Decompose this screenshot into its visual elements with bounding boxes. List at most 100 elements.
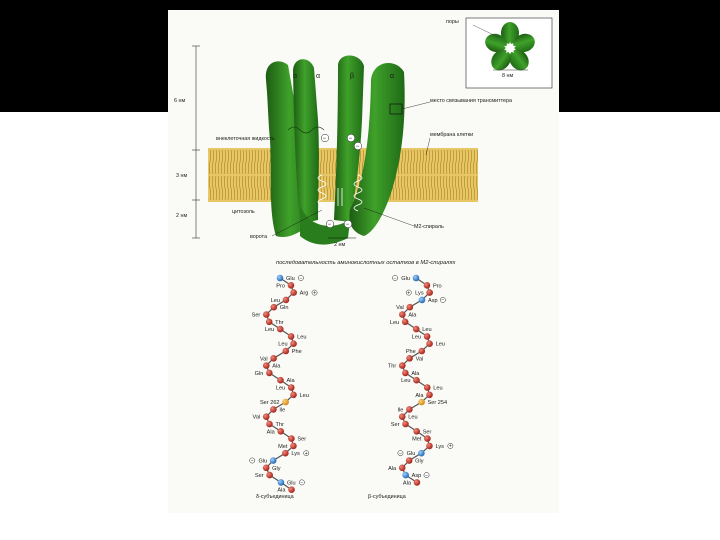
delta-residue-label-7: Leu bbox=[265, 327, 274, 333]
binding-site-label: место связывания трансмиттера bbox=[430, 98, 512, 104]
beta-residue-label-23: Lys bbox=[435, 444, 444, 450]
inset-scale-label: 8 нм bbox=[502, 73, 513, 79]
beta-residue-15 bbox=[424, 384, 431, 391]
delta-residue-label-15: Leu bbox=[276, 386, 285, 392]
delta-residue-7 bbox=[277, 326, 284, 333]
delta-residue-label-2: Arg bbox=[300, 291, 309, 297]
beta-residue-label-11: Val bbox=[416, 356, 424, 362]
delta-residue-2 bbox=[290, 289, 297, 296]
beta-residue-24 bbox=[418, 450, 425, 457]
beta-residue-label-14: Leu bbox=[401, 378, 410, 384]
beta-residue-0 bbox=[413, 275, 420, 282]
delta-residue-9 bbox=[290, 340, 297, 347]
beta-residue-14 bbox=[413, 377, 420, 384]
beta-residue-label-3: Asp bbox=[428, 298, 438, 304]
delta-residue-label-11: Val bbox=[260, 356, 268, 362]
delta-residue-label-25: Glu bbox=[258, 459, 267, 465]
cytosol-label: цитозоль bbox=[232, 209, 255, 215]
delta-residue-10 bbox=[282, 348, 289, 355]
beta-residue-label-1: Pro bbox=[433, 283, 442, 289]
beta-residue-label-8: Leu bbox=[412, 334, 421, 340]
sequence-title: последовательность аминокислотных остатк… bbox=[276, 260, 456, 266]
delta-residue-15 bbox=[288, 384, 295, 391]
beta-residue-8 bbox=[424, 333, 431, 340]
delta-residue-1 bbox=[288, 282, 295, 289]
beta-residue-label-15: Leu bbox=[433, 386, 442, 392]
beta-charge-sign-3: − bbox=[441, 298, 444, 304]
beta-residue-20 bbox=[402, 421, 409, 428]
delta-residue-label-17: Ser 262 bbox=[260, 400, 280, 406]
beta-residue-label-13: Ala bbox=[411, 371, 420, 377]
beta-residue-label-28: Ala bbox=[403, 480, 412, 486]
beta-residue-label-9: Leu bbox=[436, 342, 445, 348]
beta-residue-28 bbox=[414, 479, 421, 486]
beta-residue-label-27: Asp bbox=[412, 473, 422, 479]
delta-charge-sign-24: + bbox=[305, 451, 308, 457]
subunit-label-2: α bbox=[316, 73, 320, 80]
delta-charge-sign-28: − bbox=[300, 480, 303, 486]
pore-label: поры bbox=[446, 19, 459, 25]
subunit-label-4: α bbox=[390, 73, 394, 80]
delta-residue-label-16: Leu bbox=[300, 393, 309, 399]
beta-residue-label-20: Ser bbox=[391, 422, 400, 428]
delta-residue-25 bbox=[270, 457, 277, 464]
delta-residue-16 bbox=[290, 392, 297, 399]
delta-residue-4 bbox=[271, 304, 278, 311]
svg-text:−: − bbox=[346, 222, 350, 228]
delta-residue-18 bbox=[270, 406, 277, 413]
dimension-2nm: 2 нм bbox=[176, 213, 187, 219]
delta-residue-label-21: Ala bbox=[267, 429, 276, 435]
beta-residue-label-16: Ala bbox=[415, 393, 424, 399]
delta-residue-label-27: Ser bbox=[255, 473, 264, 479]
beta-residue-1 bbox=[424, 282, 431, 289]
delta-residue-label-1: Pro bbox=[276, 283, 285, 289]
m2-helix-label: M2-спираль bbox=[414, 224, 444, 230]
delta-residue-20 bbox=[266, 421, 273, 428]
beta-residue-26 bbox=[399, 465, 406, 472]
extracellular-label: внеклеточная жидкость bbox=[216, 136, 275, 142]
delta-residue-14 bbox=[277, 377, 284, 384]
delta-residue-label-29: Ala bbox=[277, 488, 286, 494]
beta-residue-label-2: Lys bbox=[415, 291, 424, 297]
beta-residue-label-19: Leu bbox=[408, 415, 417, 421]
gate-width-label: 2 нм bbox=[334, 242, 345, 248]
svg-text:−: − bbox=[328, 222, 332, 228]
svg-text:−: − bbox=[349, 136, 353, 142]
delta-residue-11 bbox=[270, 355, 277, 362]
delta-residue-label-24: Lys bbox=[291, 451, 300, 457]
beta-residue-label-21: Ser bbox=[423, 429, 432, 435]
delta-residue-label-8: Leu bbox=[297, 334, 306, 340]
delta-residue-17 bbox=[282, 399, 289, 406]
beta-charge-sign-24: − bbox=[399, 451, 402, 457]
svg-text:−: − bbox=[323, 136, 327, 142]
beta-residue-9 bbox=[426, 340, 433, 347]
beta-charge-sign-0: − bbox=[394, 276, 397, 282]
pore-inset: поры 8 нм bbox=[446, 18, 552, 88]
beta-charge-sign-27: − bbox=[425, 473, 428, 479]
beta-residue-label-17: Ser 254 bbox=[428, 400, 448, 406]
delta-residue-label-13: Gln bbox=[255, 371, 264, 377]
beta-residue-13 bbox=[402, 370, 409, 377]
delta-residue-13 bbox=[266, 370, 273, 377]
beta-residue-7 bbox=[413, 326, 420, 333]
beta-residue-label-22: Met bbox=[412, 437, 422, 443]
delta-charge-sign-0: − bbox=[299, 276, 302, 282]
beta-residue-21 bbox=[413, 428, 420, 435]
delta-residue-label-3: Leu bbox=[271, 298, 280, 304]
beta-residue-label-26: Ala bbox=[388, 466, 397, 472]
dimension-scale bbox=[192, 46, 200, 238]
delta-residue-12 bbox=[263, 362, 270, 369]
beta-residue-4 bbox=[407, 304, 414, 311]
dimension-3nm: 3 нм bbox=[176, 173, 187, 179]
beta-charge-sign-2: + bbox=[407, 290, 410, 296]
beta-residue-10 bbox=[418, 348, 425, 355]
delta-residue-label-28: Glu bbox=[287, 480, 296, 486]
delta-residue-22 bbox=[288, 435, 295, 442]
beta-residue-label-5: Ala bbox=[408, 313, 417, 319]
beta-residue-label-6: Leu bbox=[390, 320, 399, 326]
delta-residue-6 bbox=[266, 319, 273, 326]
delta-residue-27 bbox=[266, 472, 273, 479]
beta-residue-16 bbox=[426, 392, 433, 399]
delta-residue-label-22: Ser bbox=[297, 437, 306, 443]
beta-residue-label-12: Thr bbox=[388, 364, 397, 370]
